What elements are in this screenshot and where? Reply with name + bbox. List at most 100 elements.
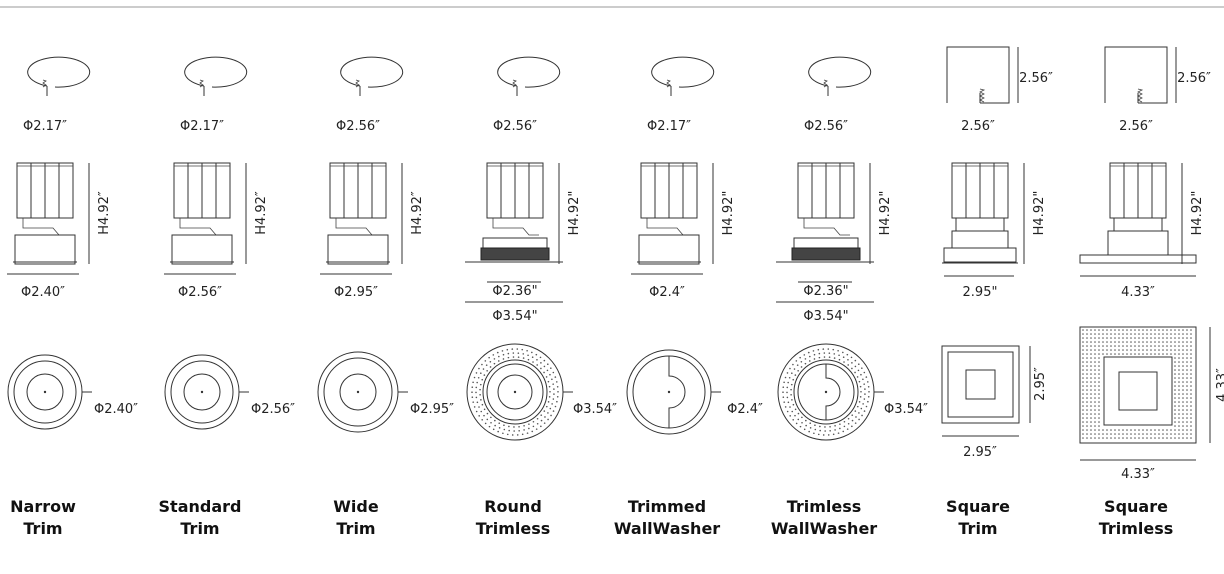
perforation-dot bbox=[782, 386, 785, 389]
perforation-dot bbox=[854, 371, 856, 374]
perforation-dot bbox=[1090, 385, 1092, 387]
perforation-dot bbox=[1170, 345, 1172, 347]
perforation-dot bbox=[1182, 357, 1184, 359]
perforation-dot bbox=[1086, 385, 1088, 387]
perforation-dot bbox=[1090, 361, 1092, 363]
perforation-dot bbox=[548, 385, 551, 388]
perforation-dot bbox=[1134, 329, 1136, 331]
perforation-dot bbox=[1182, 353, 1184, 355]
perforation-dot bbox=[863, 398, 866, 400]
perforation-dot bbox=[1150, 329, 1152, 331]
perforation-dot bbox=[1082, 373, 1084, 375]
perforation-dot bbox=[1102, 329, 1104, 331]
perforation-dot bbox=[513, 430, 515, 432]
perforation-dot bbox=[828, 352, 831, 354]
perforation-dot bbox=[1138, 429, 1140, 431]
perforation-dot bbox=[1122, 329, 1124, 331]
perforation-dot bbox=[553, 388, 555, 390]
perforation-dot bbox=[1154, 337, 1156, 339]
perforation-dot bbox=[489, 360, 492, 363]
trim-body bbox=[171, 234, 233, 265]
perforation-dot bbox=[1182, 373, 1184, 375]
perforation-dot bbox=[1174, 349, 1176, 351]
perforation-dot bbox=[1178, 413, 1180, 415]
perforation-dot bbox=[1162, 349, 1164, 351]
perforation-dot bbox=[1086, 433, 1088, 435]
side-diameter-label: Φ2.4″ bbox=[649, 285, 685, 300]
perforation-dot bbox=[1186, 357, 1188, 359]
perforation-dot bbox=[1178, 381, 1180, 383]
perforation-dot bbox=[863, 410, 866, 412]
perforation-dot bbox=[1098, 401, 1100, 403]
perforation-dot bbox=[551, 403, 553, 405]
perforation-dot bbox=[508, 425, 510, 428]
perforation-dot bbox=[1102, 437, 1104, 439]
plaster-plate bbox=[1079, 326, 1197, 444]
perforation-dot bbox=[837, 432, 840, 434]
perforation-dot bbox=[850, 356, 853, 359]
perforation-dot bbox=[1142, 329, 1144, 331]
perforation-dot bbox=[827, 348, 830, 350]
top-spring bbox=[42, 79, 47, 88]
perforation-dot bbox=[557, 390, 559, 393]
perforation-dot bbox=[1106, 337, 1108, 339]
top-spring bbox=[355, 79, 360, 88]
perforation-dot bbox=[1090, 437, 1092, 439]
perforation-dot bbox=[1086, 413, 1088, 415]
top-outline bbox=[184, 56, 248, 88]
perforation-dot bbox=[1158, 433, 1160, 435]
perforation-dot bbox=[1130, 349, 1132, 351]
perforation-dot bbox=[1094, 405, 1096, 407]
top-spring bbox=[666, 79, 671, 88]
perforation-dot bbox=[1122, 349, 1124, 351]
top-outline bbox=[497, 56, 561, 88]
lens-holder bbox=[646, 218, 693, 236]
perforation-dot bbox=[1094, 409, 1096, 411]
perforation-dot bbox=[1158, 353, 1160, 355]
front-view bbox=[626, 349, 721, 435]
perforation-dot bbox=[1090, 377, 1092, 379]
perforation-dot bbox=[1122, 429, 1124, 431]
perforation-dot bbox=[528, 423, 530, 425]
perforation-dot bbox=[480, 410, 483, 413]
perforation-dot bbox=[1118, 329, 1120, 331]
perforation-dot bbox=[814, 424, 816, 427]
perforation-dot bbox=[1146, 429, 1148, 431]
perforation-dot bbox=[1098, 429, 1100, 431]
perforation-dot bbox=[552, 410, 555, 412]
perforation-dot bbox=[1178, 357, 1180, 359]
perforation-dot bbox=[1082, 393, 1084, 395]
perforation-dot bbox=[792, 419, 795, 421]
perforation-dot bbox=[1102, 333, 1104, 335]
perforation-dot bbox=[1110, 345, 1112, 347]
perforation-dot bbox=[478, 367, 480, 370]
perforation-dot bbox=[1122, 433, 1124, 435]
perforation-dot bbox=[547, 380, 550, 383]
perforation-dot bbox=[1090, 413, 1092, 415]
perforation-dot bbox=[1126, 429, 1128, 431]
perforation-dot bbox=[1110, 353, 1112, 355]
perforation-dot bbox=[1178, 393, 1180, 395]
perforation-dot bbox=[540, 419, 543, 422]
perforation-dot bbox=[864, 393, 866, 395]
perforation-dot bbox=[1186, 385, 1188, 387]
perforation-dot bbox=[532, 361, 534, 363]
perforation-dot bbox=[552, 383, 554, 385]
perforation-dot bbox=[531, 351, 533, 354]
perforation-dot bbox=[1174, 429, 1176, 431]
perforation-dot bbox=[824, 430, 826, 432]
perforation-dot bbox=[1110, 437, 1112, 439]
perforation-dot bbox=[1114, 429, 1116, 431]
perforation-dot bbox=[1190, 433, 1192, 435]
top-diameter-label: Φ2.56″ bbox=[493, 119, 537, 134]
perforation-dot bbox=[1178, 421, 1180, 423]
perforation-dot bbox=[1178, 373, 1180, 375]
perforation-dot bbox=[1170, 429, 1172, 431]
perforation-dot bbox=[478, 415, 480, 417]
perforation-dot bbox=[1082, 353, 1084, 355]
perforation-dot bbox=[789, 406, 791, 408]
perforation-dot bbox=[501, 350, 504, 352]
square-trim-body bbox=[943, 247, 1017, 263]
perforation-dot bbox=[859, 385, 862, 388]
perforation-dot bbox=[1130, 345, 1132, 347]
